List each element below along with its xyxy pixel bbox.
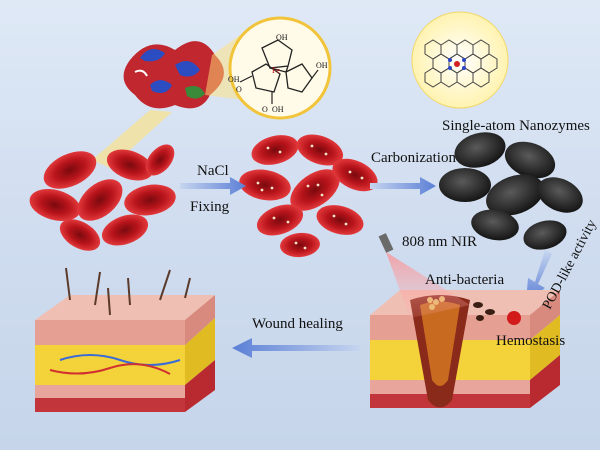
mol-o-left: O <box>236 85 242 94</box>
heme-molecule <box>228 16 332 120</box>
label-wound-healing: Wound healing <box>252 316 343 332</box>
arrow-wound-healing <box>232 338 360 358</box>
label-nir: 808 nm NIR <box>402 234 477 250</box>
mol-oh-bottom: OH <box>272 105 284 114</box>
label-single-atom: Single-atom Nanozymes <box>442 118 590 134</box>
arrow-carbonization <box>370 177 436 195</box>
hemoglobin-protein <box>123 41 224 109</box>
arrow-nacl-fixing <box>180 177 246 195</box>
mol-fe: Fe <box>272 66 280 75</box>
label-fixing: Fixing <box>190 199 230 215</box>
mol-o-bottom: O <box>262 105 268 114</box>
mol-oh-left: OH <box>228 75 240 84</box>
label-carbonization: Carbonization <box>371 150 456 166</box>
healed-skin <box>35 267 215 412</box>
label-hemostasis: Hemostasis <box>496 333 566 349</box>
mol-oh-top: OH <box>276 33 288 42</box>
carbon-particles <box>439 132 583 250</box>
nanozyme-lattice <box>411 11 509 109</box>
fixed-red-blood-cells <box>239 134 378 258</box>
arrow-pod-like <box>526 250 552 302</box>
red-blood-cells <box>29 144 176 251</box>
label-nacl: NaCl <box>197 163 229 179</box>
mol-oh-right: OH <box>316 61 328 70</box>
label-anti-bacteria: Anti-bacteria <box>425 272 505 288</box>
nir-laser <box>378 233 470 318</box>
